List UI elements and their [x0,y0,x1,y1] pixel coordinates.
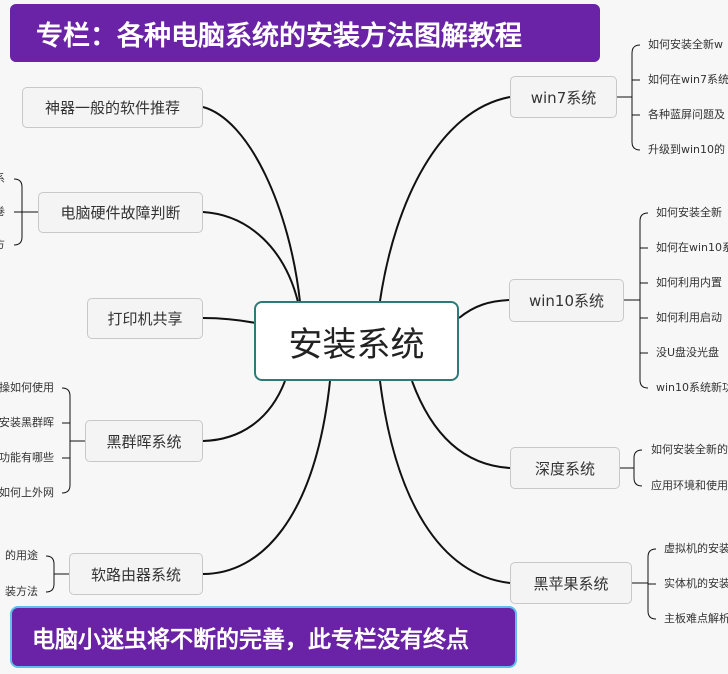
bracket [45,555,55,593]
link-win10 [458,299,510,319]
branch-win10[interactable]: win10系统 [509,279,624,322]
branch-hardware-diagnosis[interactable]: 电脑硬件故障判断 [38,192,203,233]
central-topic[interactable]: 安装系统 [254,301,459,381]
leaf-hackintosh-1[interactable]: 虚拟机的安装 [664,542,728,555]
link-deepin [411,380,511,469]
link-synology [202,380,286,442]
leaf-deepin-2[interactable]: 应用环境和使用 [651,479,728,492]
bracket [639,212,649,389]
bracket [61,387,71,494]
branch-win7[interactable]: win7系统 [510,76,617,118]
leaf-synology-2[interactable]: 安装黑群晖 [0,416,54,429]
link-software [202,106,301,303]
branch-software-recommend[interactable]: 神器一般的软件推荐 [22,87,203,128]
leaf-synology-1[interactable]: 操如何使用 [0,381,54,394]
leaf-deepin-1[interactable]: 如何安装全新的 [651,443,728,456]
leaf-hackintosh-3[interactable]: 主板难点解析 [664,612,728,625]
link-printer [202,317,257,324]
leaf-win7-1[interactable]: 如何安装全新w [648,38,723,51]
footer-banner: 电脑小迷虫将不断的完善，此专栏没有终点 [12,608,515,666]
bracket [631,44,641,151]
branch-soft-router[interactable]: 软路由器系统 [69,553,203,595]
leaf-win7-3[interactable]: 各种蓝屏问题及 [648,108,725,121]
leaf-win10-5[interactable]: 没U盘没光盘 [656,346,720,359]
leaf-win7-4[interactable]: 升级到win10的 [648,143,726,156]
leaf-hardware-3[interactable]: 方 [0,238,5,252]
leaf-win10-6[interactable]: win10系统新功 [656,381,728,394]
bracket [633,449,643,487]
leaf-router-2[interactable]: 装方法 [5,585,38,598]
header-title: 专栏：各种电脑系统的安装方法图解教程 [10,4,600,62]
branch-printer-sharing[interactable]: 打印机共享 [87,298,203,339]
leaf-synology-4[interactable]: 如何上外网 [0,486,54,499]
leaf-win10-2[interactable]: 如何在win10系 [656,241,728,254]
leaf-win7-2[interactable]: 如何在win7系统 [648,73,728,86]
leaf-hackintosh-2[interactable]: 实体机的安装 [664,577,728,590]
branch-deepin[interactable]: 深度系统 [510,447,620,489]
branch-synology[interactable]: 黑群晖系统 [85,420,203,462]
link-router [202,380,331,575]
leaf-hardware-2[interactable]: 卷 [0,205,5,219]
leaf-hardware-1[interactable]: 系 [0,172,5,186]
leaf-win10-3[interactable]: 如何利用内置 [656,276,722,289]
leaf-router-1[interactable]: 的用途 [5,549,38,562]
leaf-synology-3[interactable]: 功能有哪些 [0,451,54,464]
link-hardware [202,211,299,303]
link-hackintosh [379,380,511,584]
leaf-win10-1[interactable]: 如何安装全新 [656,206,722,219]
link-win7 [379,96,511,302]
leaf-win10-4[interactable]: 如何利用启动 [656,311,722,324]
branch-hackintosh[interactable]: 黑苹果系统 [510,562,632,604]
